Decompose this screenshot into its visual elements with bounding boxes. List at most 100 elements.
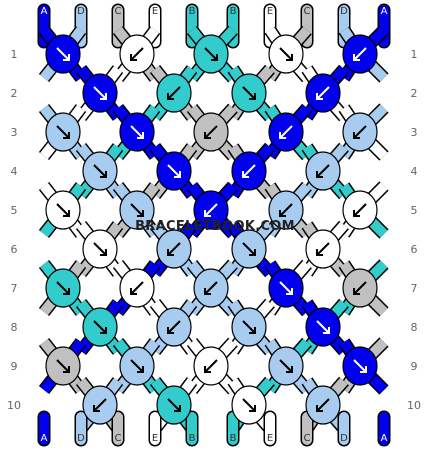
- knot[interactable]: [231, 229, 267, 269]
- knot[interactable]: [268, 190, 304, 230]
- knot[interactable]: [193, 34, 229, 74]
- knot-arrow-icon: [56, 47, 70, 61]
- knot[interactable]: [231, 307, 267, 347]
- knot-arrowhead-icon: [316, 93, 323, 100]
- knot[interactable]: [119, 34, 155, 74]
- knot[interactable]: [268, 268, 304, 308]
- row-number-right: 5: [411, 204, 418, 217]
- knot[interactable]: [305, 307, 341, 347]
- knot[interactable]: [305, 385, 341, 425]
- knot-arrowhead-icon: [204, 132, 211, 139]
- knot-arrowhead-icon: [174, 171, 181, 178]
- knot[interactable]: [193, 346, 229, 386]
- knot-arrowhead-icon: [137, 366, 144, 373]
- knot-arrowhead-icon: [63, 366, 70, 373]
- knot[interactable]: [231, 151, 267, 191]
- knot-arrow-icon: [93, 242, 107, 256]
- top-strand-label: D: [77, 6, 85, 17]
- knot[interactable]: [342, 190, 378, 230]
- knot[interactable]: [82, 151, 118, 191]
- knot-arrowhead-icon: [100, 327, 107, 334]
- top-strand-label: C: [115, 6, 122, 17]
- knot[interactable]: [193, 112, 229, 152]
- knot[interactable]: [156, 151, 192, 191]
- knot-arrow-icon: [167, 320, 181, 334]
- knot[interactable]: [193, 268, 229, 308]
- knot[interactable]: [231, 73, 267, 113]
- knot[interactable]: [119, 268, 155, 308]
- row-number-right: 9: [411, 360, 418, 373]
- knot-arrow-icon: [93, 320, 107, 334]
- knot[interactable]: [45, 268, 81, 308]
- row-number-right: 7: [411, 282, 418, 295]
- knot[interactable]: [305, 229, 341, 269]
- knot-arrow-icon: [353, 203, 367, 217]
- bottom-strand-label: A: [381, 433, 388, 444]
- knot[interactable]: [342, 346, 378, 386]
- knot-arrowhead-icon: [323, 327, 330, 334]
- knot-arrow-icon: [353, 281, 367, 295]
- row-number-right: 1: [411, 48, 418, 61]
- watermark: BRACELETBOOK.COM: [135, 219, 295, 234]
- row-number-left: 9: [11, 360, 18, 373]
- top-strand-label: E: [267, 6, 273, 17]
- knot-arrow-icon: [93, 398, 107, 412]
- knot[interactable]: [268, 346, 304, 386]
- knot[interactable]: [82, 73, 118, 113]
- knot[interactable]: [119, 190, 155, 230]
- knot-arrow-icon: [204, 359, 218, 373]
- knot-arrowhead-icon: [204, 366, 211, 373]
- row-number-left: 5: [11, 204, 18, 217]
- knot-arrow-icon: [130, 47, 144, 61]
- knot[interactable]: [156, 73, 192, 113]
- knot-arrow-icon: [242, 242, 256, 256]
- knot[interactable]: [45, 346, 81, 386]
- bottom-strand-label: B: [230, 433, 237, 444]
- knot[interactable]: [342, 112, 378, 152]
- knot-arrowhead-icon: [249, 249, 256, 256]
- bottom-strand-label: C: [115, 433, 122, 444]
- knot-arrow-icon: [56, 281, 70, 295]
- knot[interactable]: [119, 112, 155, 152]
- knot[interactable]: [45, 190, 81, 230]
- knot-arrow-icon: [93, 86, 107, 100]
- knot[interactable]: [342, 34, 378, 74]
- knot-arrowhead-icon: [286, 288, 293, 295]
- knot-arrowhead-icon: [286, 366, 293, 373]
- knot[interactable]: [268, 112, 304, 152]
- knot[interactable]: [156, 385, 192, 425]
- knot-arrow-icon: [167, 164, 181, 178]
- knot-arrowhead-icon: [204, 288, 211, 295]
- knot-arrow-icon: [316, 164, 330, 178]
- knot[interactable]: [268, 34, 304, 74]
- knot[interactable]: [156, 307, 192, 347]
- knot[interactable]: [156, 229, 192, 269]
- knot[interactable]: [231, 385, 267, 425]
- knot[interactable]: [82, 385, 118, 425]
- knot[interactable]: [305, 151, 341, 191]
- knot[interactable]: [45, 34, 81, 74]
- knot-arrow-icon: [167, 398, 181, 412]
- row-number-left: 7: [11, 282, 18, 295]
- knot-arrowhead-icon: [167, 249, 174, 256]
- knot-arrow-icon: [204, 47, 218, 61]
- knot[interactable]: [119, 346, 155, 386]
- bottom-strand-label: D: [340, 433, 348, 444]
- knot-arrowhead-icon: [137, 132, 144, 139]
- knot-arrow-icon: [279, 359, 293, 373]
- knot[interactable]: [193, 190, 229, 230]
- knot[interactable]: [82, 229, 118, 269]
- top-strand-label: B: [189, 6, 196, 17]
- knot[interactable]: [82, 307, 118, 347]
- knot[interactable]: [342, 268, 378, 308]
- knot[interactable]: [305, 73, 341, 113]
- knot-arrowhead-icon: [167, 327, 174, 334]
- row-number-right: 3: [411, 126, 418, 139]
- knot-arrow-icon: [279, 203, 293, 217]
- knot-arrowhead-icon: [249, 93, 256, 100]
- knot[interactable]: [45, 112, 81, 152]
- row-number-left: 1: [11, 48, 18, 61]
- knot-arrow-icon: [242, 164, 256, 178]
